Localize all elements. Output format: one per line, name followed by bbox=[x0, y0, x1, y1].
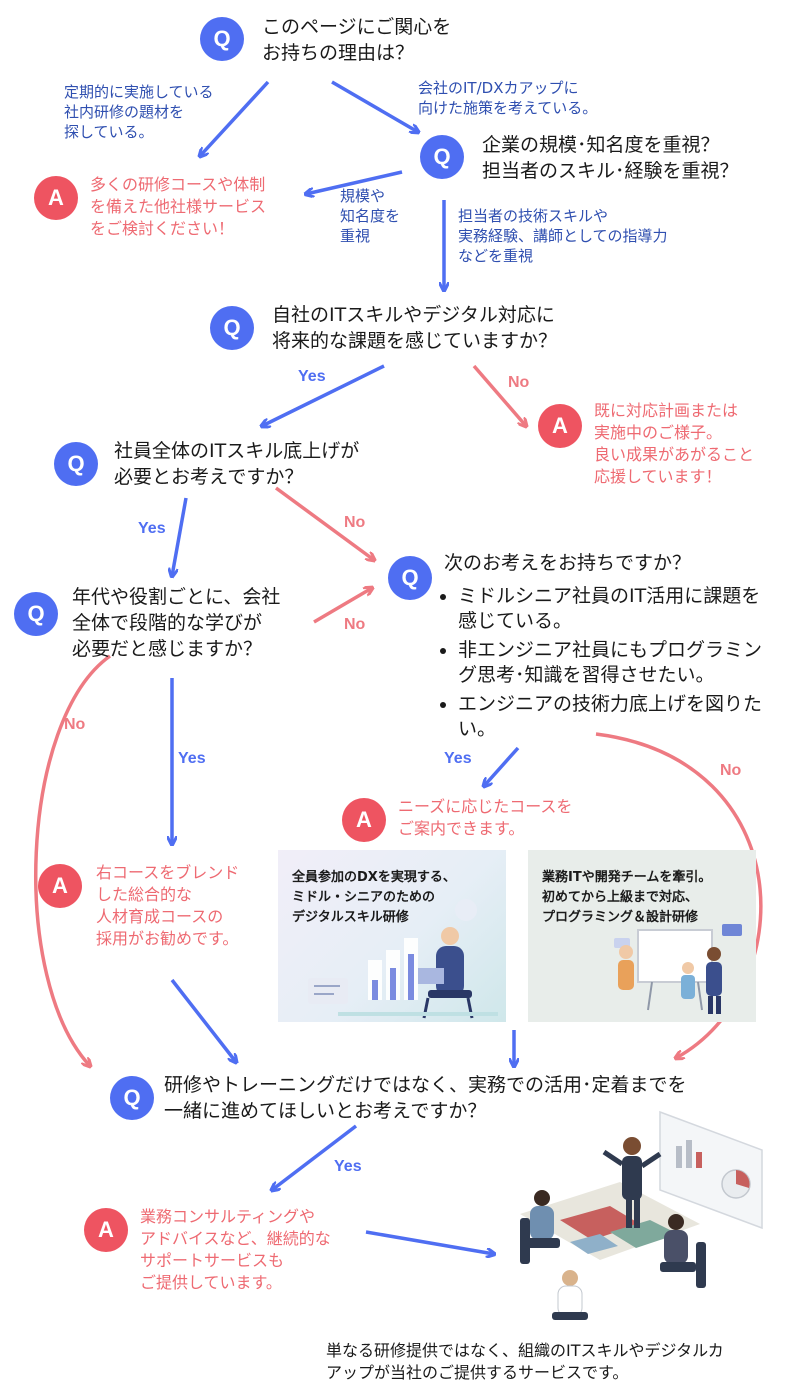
yes-label: Yes bbox=[178, 750, 206, 767]
answer-badge: A bbox=[38, 864, 82, 908]
concern-item: エンジニアの技術力底上げを図りたい。 bbox=[458, 692, 778, 742]
arrow-q5-q6 bbox=[313, 588, 372, 624]
arrow-q2-a1 bbox=[306, 170, 403, 194]
arrow-q3-q4 bbox=[262, 364, 385, 426]
course-card-programming[interactable]: 業務ITや開発チームを牽引。 初めてから上級まで対応、 プログラミング＆設計研修 bbox=[528, 850, 756, 1022]
question-following-concerns: 次のお考えをお持ちですか？ bbox=[444, 552, 692, 574]
answer-already-planned: 既に対応計画または 実施中のご様子。 良い成果があがること 応援しています！ bbox=[594, 401, 755, 486]
question-badge: Q bbox=[388, 556, 432, 600]
course-card-title: 全員参加のDXを実現する、 ミドル・シニアのための デジタルスキル研修 bbox=[292, 870, 456, 925]
yes-label: Yes bbox=[444, 750, 472, 767]
businessman-laptop-illustration bbox=[308, 899, 498, 1019]
question-badge: Q bbox=[210, 306, 254, 350]
branch-label-skill: 担当者の技術スキルや 実務経験、講師としての指導力 などを重視 bbox=[458, 207, 668, 265]
answer-other-services: 多くの研修コースや体制 を備えた他社様サービス をご検討ください！ bbox=[90, 175, 267, 238]
course-card-digital-skills[interactable]: 全員参加のDXを実現する、 ミドル・シニアのための デジタルスキル研修 bbox=[278, 850, 506, 1022]
no-label: No bbox=[720, 762, 742, 779]
yes-label: Yes bbox=[138, 520, 166, 537]
question-scale-or-skill: 企業の規模･知名度を重視？ 担当者のスキル･経験を重視？ bbox=[482, 134, 739, 182]
footer-message: 単なる研修提供ではなく、組織のITスキルやデジタルカ アップが当社のご提供するサ… bbox=[326, 1341, 724, 1382]
arrow-q4-q5 bbox=[172, 497, 188, 576]
question-badge: Q bbox=[200, 17, 244, 61]
yes-label: Yes bbox=[298, 368, 326, 385]
concern-list: ミドルシニア社員のIT活用に課題を感じている。 非エンジニア社員にもプログラミン… bbox=[440, 584, 778, 746]
no-label: No bbox=[344, 616, 366, 633]
question-badge: Q bbox=[14, 592, 58, 636]
no-label: No bbox=[344, 514, 366, 531]
arrow-q6-a3 bbox=[484, 746, 520, 786]
no-label: No bbox=[508, 374, 530, 391]
team-presentation-illustration bbox=[614, 924, 742, 1014]
question-company-wide-skills: 社員全体のITスキル底上げが 必要とお考えですか？ bbox=[114, 440, 360, 488]
arrow-q3-a2 bbox=[472, 364, 526, 426]
arrow-a5-illustration bbox=[365, 1230, 494, 1254]
arrow-q4-q6 bbox=[274, 486, 374, 560]
arrow-q7-a5 bbox=[272, 1124, 358, 1190]
branch-label-internal-training: 定期的に実施している 社内研修の題材を 探している。 bbox=[64, 83, 214, 141]
arrow-q1-left bbox=[200, 80, 270, 156]
answer-badge: A bbox=[342, 798, 386, 842]
answer-badge: A bbox=[84, 1208, 128, 1252]
yes-label: Yes bbox=[334, 1158, 362, 1175]
question-badge: Q bbox=[110, 1076, 154, 1120]
question-why-interested: このページにご関心を お持ちの理由は？ bbox=[262, 16, 452, 64]
concern-item: 非エンジニア社員にもプログラミング思考･知識を習得させたい。 bbox=[458, 638, 778, 688]
question-staged-learning: 年代や役割ごとに、会社 全体で段階的な学びが 必要だと感じますか？ bbox=[72, 586, 281, 660]
concern-item: ミドルシニア社員のIT活用に課題を感じている。 bbox=[458, 584, 778, 634]
meeting-illustration bbox=[520, 1110, 763, 1320]
answer-course-guidance: ニーズに応じたコースを ご案内できます。 bbox=[398, 797, 573, 838]
branch-label-it-dx: 会社のIT/DXカアップに 向けた施策を考えている。 bbox=[418, 79, 598, 117]
question-practical-support: 研修やトレーニングだけではなく、実務での活用･定着までを 一緒に進めてほしいとお… bbox=[164, 1074, 687, 1122]
answer-badge: A bbox=[538, 404, 582, 448]
answer-consulting: 業務コンサルティングや アドバイスなど、継続的な サポートサービスも ご提供して… bbox=[140, 1207, 331, 1292]
answer-badge: A bbox=[34, 176, 78, 220]
arrow-q5-q7-no bbox=[34, 654, 112, 1066]
branch-label-scale: 規模や 知名度を 重視 bbox=[340, 187, 401, 245]
answer-blended-course: 右コースをブレンド した総合的な 人材育成コースの 採用がお勧めです。 bbox=[96, 863, 240, 948]
question-future-issues: 自社のITスキルやデジタル対応に 将来的な課題を感じていますか？ bbox=[272, 304, 558, 352]
course-card-title: 業務ITや開発チームを牽引。 初めてから上級まで対応、 プログラミング＆設計研修 bbox=[542, 870, 712, 925]
question-badge: Q bbox=[420, 135, 464, 179]
question-badge: Q bbox=[54, 442, 98, 486]
arrow-q1-right bbox=[331, 80, 418, 132]
no-label: No bbox=[64, 716, 86, 733]
arrow-a4-q7 bbox=[170, 978, 236, 1062]
